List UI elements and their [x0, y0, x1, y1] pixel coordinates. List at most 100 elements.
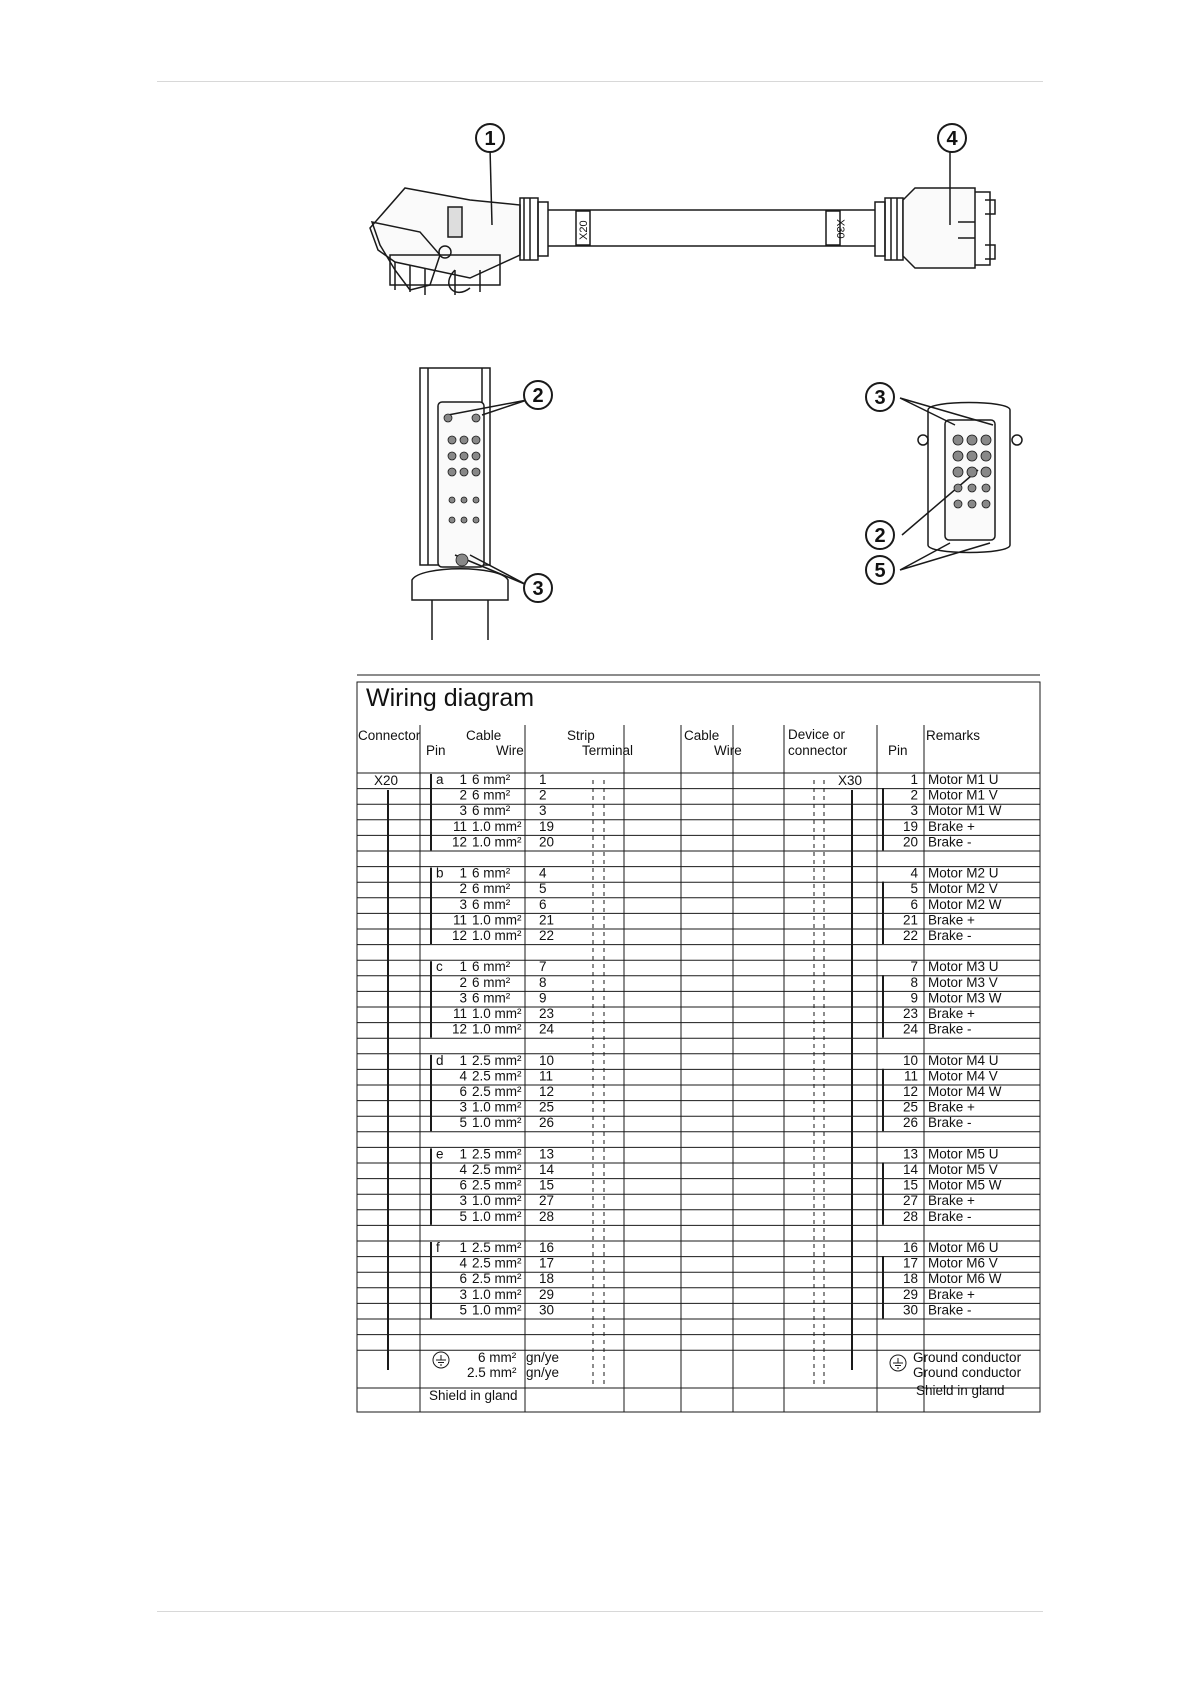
- wire-number: 8: [539, 975, 547, 990]
- top-rule: [157, 81, 1043, 82]
- wire-number: 9: [539, 990, 547, 1005]
- group-letter: c: [436, 959, 443, 974]
- x30-flange: [958, 191, 996, 266]
- group-letter: a: [436, 772, 444, 787]
- conn-pin: 11: [453, 1006, 467, 1021]
- remark: Brake +: [928, 1287, 975, 1302]
- device-pin: 15: [903, 1178, 918, 1193]
- wire-number: 17: [539, 1256, 554, 1271]
- device-pin: 13: [903, 1146, 918, 1161]
- device-pin: 28: [903, 1209, 918, 1224]
- cable-size: 6 mm²: [472, 803, 511, 818]
- remark: Brake -: [928, 1302, 972, 1317]
- wire-number: 4: [539, 866, 547, 881]
- cable-size: 1.0 mm²: [472, 912, 522, 927]
- cable-size: 6 mm²: [472, 990, 511, 1005]
- x20-cable-label: X20: [578, 220, 590, 240]
- callout-circle-2: [865, 520, 895, 550]
- conn-pin: 6: [459, 1178, 467, 1193]
- wire-number: 3: [539, 803, 547, 818]
- conn-pin: 2: [459, 975, 467, 990]
- cable-size: 2.5 mm²: [472, 1053, 522, 1068]
- device-pin: 26: [903, 1115, 918, 1130]
- device-pin: 5: [910, 881, 918, 896]
- ground-cable-1: 6 mm²: [478, 1350, 517, 1365]
- remark: Motor M5 V: [928, 1162, 998, 1177]
- remark: Motor M2 V: [928, 881, 998, 896]
- cable-size: 6 mm²: [472, 959, 511, 974]
- hdr-device2: connector: [788, 743, 848, 758]
- wire-number: 6: [539, 897, 547, 912]
- device-pin: 12: [903, 1084, 918, 1099]
- hdr-wire: Wire: [496, 743, 524, 758]
- cable-body: [548, 209, 875, 247]
- wire-number: 2: [539, 788, 547, 803]
- ground-cable-2: 2.5 mm²: [467, 1365, 517, 1380]
- remark: Motor M5 U: [928, 1146, 999, 1161]
- wire-number: 23: [539, 1006, 554, 1021]
- remark: Motor M2 U: [928, 866, 999, 881]
- cable-size: 1.0 mm²: [472, 1209, 522, 1224]
- cable-size: 6 mm²: [472, 897, 511, 912]
- cable-size: 1.0 mm²: [472, 1022, 522, 1037]
- remark: Motor M4 W: [928, 1084, 1002, 1099]
- callout-circle-3: [523, 573, 553, 603]
- wire-number: 15: [539, 1178, 554, 1193]
- wire-number: 18: [539, 1271, 554, 1286]
- device-pin: 3: [910, 803, 918, 818]
- wire-number: 25: [539, 1100, 554, 1115]
- remark: Brake -: [928, 834, 972, 849]
- cable-size: 1.0 mm²: [472, 1006, 522, 1021]
- callout-number: 2: [874, 525, 885, 547]
- device-pin: 16: [903, 1240, 918, 1255]
- callout-circle-5: [865, 555, 895, 585]
- table-frame: [356, 681, 1041, 1413]
- conn-pin: 12: [452, 834, 467, 849]
- conn-pin: 1: [459, 1240, 467, 1255]
- hdr-remarks: Remarks: [926, 728, 980, 743]
- cable-size: 6 mm²: [472, 866, 511, 881]
- conn-pin: 6: [459, 1084, 467, 1099]
- conn-pin: 1: [459, 959, 467, 974]
- device-pin: 10: [903, 1053, 918, 1068]
- conn-pin: 4: [459, 1162, 467, 1177]
- remark: Brake -: [928, 1115, 972, 1130]
- cable-size: 1.0 mm²: [472, 928, 522, 943]
- conn-pin: 3: [459, 803, 467, 818]
- shield-left: Shield in gland: [429, 1388, 518, 1403]
- hdr-wire2: Wire: [714, 743, 742, 758]
- x20-insert: [437, 401, 485, 568]
- x20-logo: [447, 206, 463, 238]
- conn-pin: 1: [459, 1053, 467, 1068]
- cable-size: 2.5 mm²: [472, 1240, 522, 1255]
- wire-number: 12: [539, 1084, 554, 1099]
- ground-icon: [889, 1354, 907, 1372]
- ground-wire-2: gn/ye: [526, 1365, 559, 1380]
- wire-number: 28: [539, 1209, 554, 1224]
- conn-pin: 3: [459, 1287, 467, 1302]
- hdr-cable2: Cable: [684, 728, 719, 743]
- group-letter: e: [436, 1146, 444, 1161]
- ground-remark-2: Ground conductor: [913, 1365, 1022, 1380]
- remark: Motor M1 W: [928, 803, 1002, 818]
- remark: Motor M5 W: [928, 1178, 1002, 1193]
- right-connector-label: X30: [838, 773, 862, 788]
- conn-pin: 12: [452, 1022, 467, 1037]
- conn-pin: 11: [453, 819, 467, 834]
- wire-number: 16: [539, 1240, 554, 1255]
- remark: Motor M3 W: [928, 990, 1002, 1005]
- wire-number: 1: [539, 772, 547, 787]
- remark: Brake -: [928, 928, 972, 943]
- conn-pin: 3: [459, 990, 467, 1005]
- conn-pin: 3: [459, 897, 467, 912]
- device-pin: 11: [904, 1068, 918, 1083]
- hdr-device1: Device or: [788, 727, 846, 742]
- conn-pin: 3: [459, 1100, 467, 1115]
- cable-size: 6 mm²: [472, 788, 511, 803]
- cable-size: 1.0 mm²: [472, 1193, 522, 1208]
- remark: Brake +: [928, 1100, 975, 1115]
- cable-size: 6 mm²: [472, 975, 511, 990]
- device-pin: 20: [903, 834, 918, 849]
- device-pin: 14: [903, 1162, 919, 1177]
